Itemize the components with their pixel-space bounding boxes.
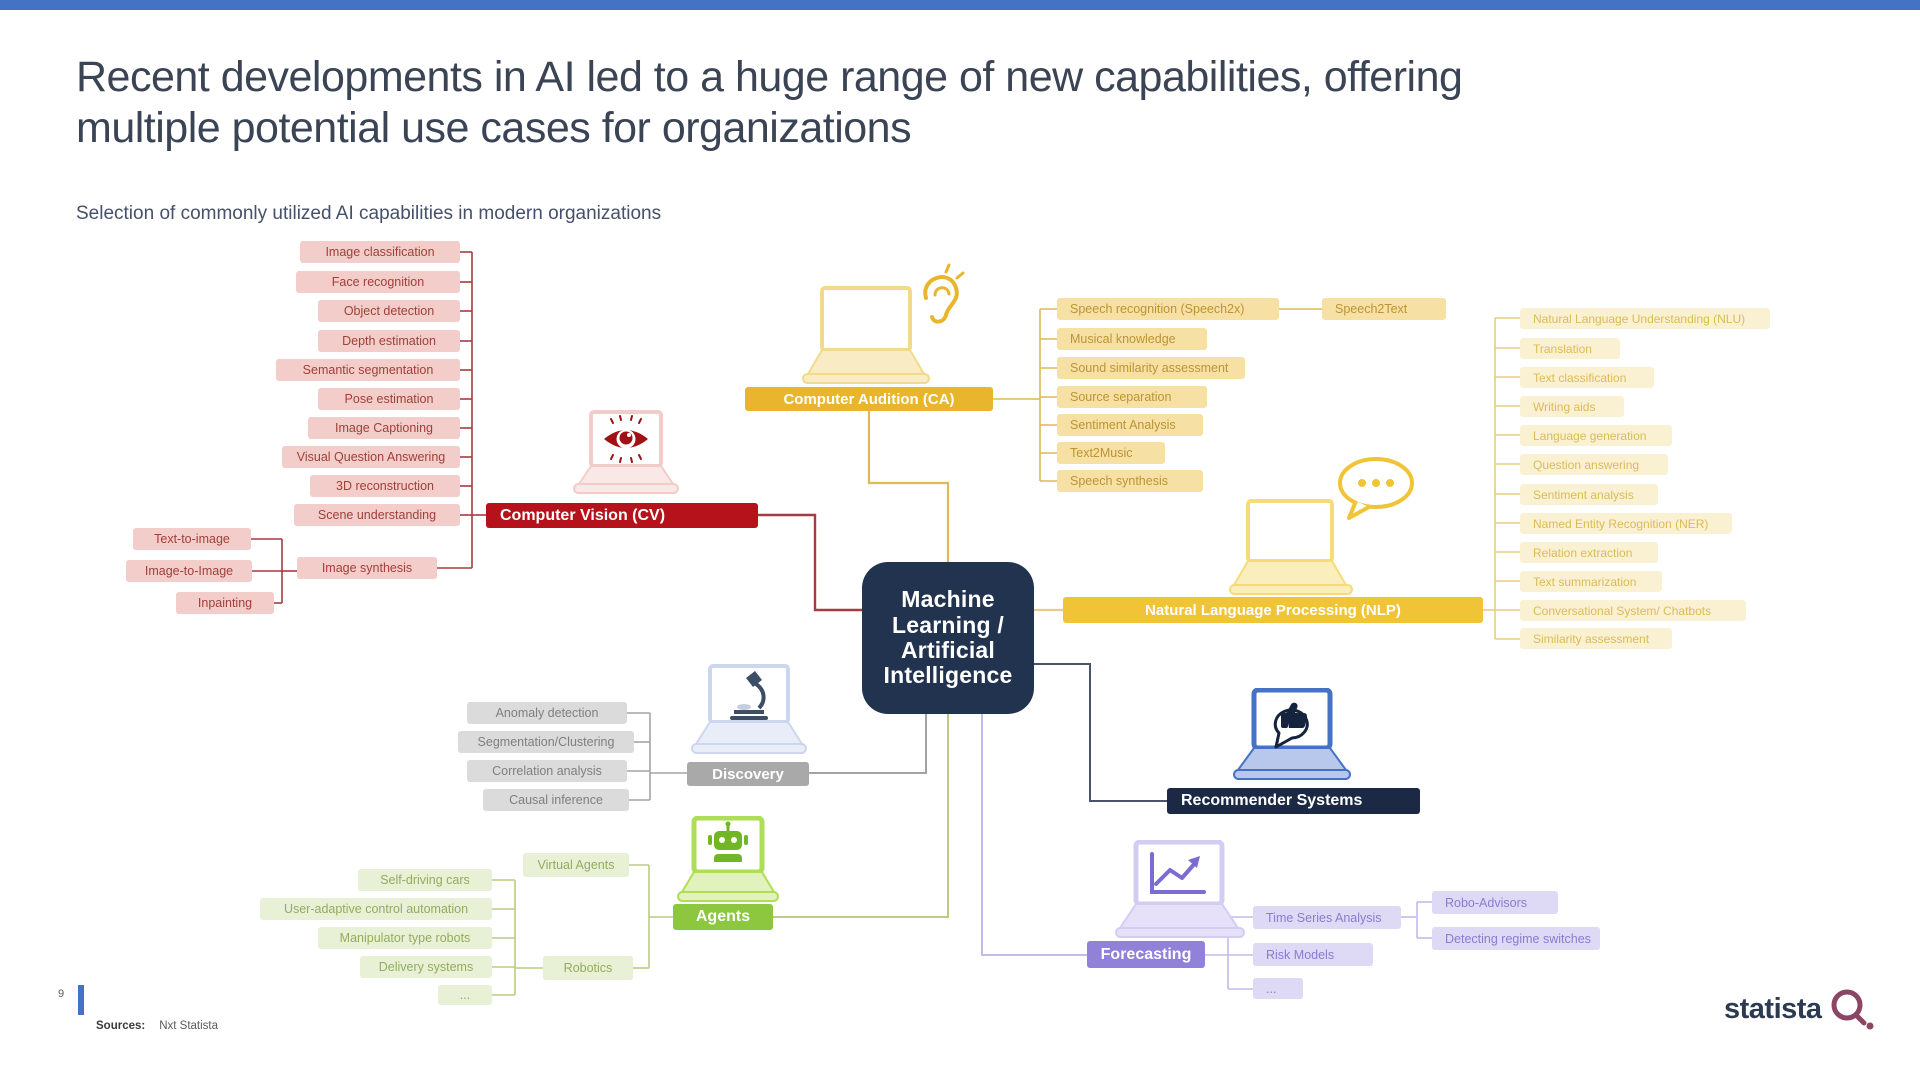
branch-node-discovery: Discovery (687, 762, 809, 786)
leaf-node-forecasting: ... (1253, 978, 1303, 999)
leaf-node-computer-vision: Semantic segmentation (276, 359, 460, 381)
laptop-robot-icon (676, 816, 780, 906)
sources-label: Sources: (96, 1020, 146, 1032)
laptop-ear-icon (798, 262, 968, 386)
leaf-node-natural-language-processing: Similarity assessment (1520, 628, 1672, 649)
branch-node-recommender-systems: Recommender Systems (1167, 788, 1420, 814)
leaf-node-agents: Manipulator type robots (318, 927, 492, 949)
page-number: 9 (58, 988, 65, 1000)
leaf-node-discovery: Anomaly detection (467, 702, 627, 724)
page-title: Recent developments in AI led to a huge … (76, 52, 1476, 154)
eye-icon (604, 415, 648, 463)
branch-node-computer-vision: Computer Vision (CV) (486, 503, 758, 528)
leaf-node-computer-audition: Text2Music (1057, 442, 1165, 464)
statista-logo: statista (1724, 988, 1874, 1030)
leaf-node-computer-vision: Inpainting (176, 592, 274, 614)
branch-node-forecasting: Forecasting (1087, 941, 1205, 968)
leaf-node-natural-language-processing: Question answering (1520, 454, 1668, 475)
leaf-node-agents: Robotics (543, 956, 633, 980)
leaf-node-natural-language-processing: Writing aids (1520, 396, 1624, 417)
leaf-node-discovery: Correlation analysis (467, 760, 627, 782)
connector-line (809, 714, 927, 774)
connector-line (773, 714, 949, 918)
leaf-node-forecasting: Detecting regime switches (1432, 927, 1600, 950)
leaf-node-discovery: Segmentation/Clustering (458, 731, 634, 753)
leaf-node-computer-vision: Object detection (318, 300, 460, 322)
laptop-eye-icon (558, 410, 692, 504)
leaf-node-natural-language-processing: Named Entity Recognition (NER) (1520, 513, 1732, 534)
leaf-node-agents: Delivery systems (360, 956, 492, 978)
trend-chart-icon (1150, 852, 1206, 894)
speech-bubble-icon (1338, 457, 1414, 520)
leaf-node-computer-vision: Image synthesis (297, 557, 437, 579)
page-title-line1: Recent developments in AI led to a huge … (76, 53, 1463, 101)
leaf-node-agents: User-adaptive control automation (260, 898, 492, 920)
laptop-chart-icon (1106, 840, 1254, 944)
leaf-node-computer-audition: Sentiment Analysis (1057, 414, 1203, 436)
leaf-node-computer-audition: Speech synthesis (1057, 470, 1203, 492)
statista-q-icon (1831, 989, 1874, 1030)
thumbs-up-icon (1273, 702, 1309, 749)
laptop-thumbs-up-icon (1226, 688, 1356, 788)
page-title-line2: multiple potential use cases for organiz… (76, 104, 912, 153)
leaf-node-computer-vision: Depth estimation (318, 330, 460, 352)
laptop-speech-bubble-icon (1228, 455, 1418, 605)
ear-icon (923, 263, 965, 324)
robot-icon (708, 821, 748, 862)
connector-line (758, 513, 862, 612)
leaf-node-natural-language-processing: Text classification (1520, 367, 1654, 388)
leaf-node-computer-audition: Musical knowledge (1057, 328, 1207, 350)
leaf-node-discovery: Causal inference (483, 789, 629, 811)
leaf-node-forecasting: Risk Models (1253, 943, 1373, 966)
page-subtitle: Selection of commonly utilized AI capabi… (76, 203, 662, 224)
leaf-node-computer-vision: Face recognition (296, 271, 460, 293)
leaf-node-computer-vision: Image Captioning (308, 417, 460, 439)
leaf-node-agents: Virtual Agents (523, 853, 629, 877)
leaf-node-computer-audition: Speech2Text (1322, 298, 1446, 320)
laptop-microscope-icon (688, 664, 810, 762)
leaf-node-forecasting: Robo-Advisors (1432, 891, 1558, 914)
leaf-node-computer-vision: Image classification (300, 241, 460, 263)
leaf-node-forecasting: Time Series Analysis (1253, 906, 1401, 929)
leaf-node-computer-vision: Image-to-Image (126, 560, 252, 582)
connector-line (867, 411, 950, 562)
leaf-node-computer-vision: Scene understanding (294, 504, 460, 526)
leaf-node-natural-language-processing: Sentiment analysis (1520, 484, 1658, 505)
leaf-node-computer-vision: 3D reconstruction (310, 475, 460, 497)
leaf-node-computer-vision: Visual Question Answering (282, 446, 460, 468)
leaf-node-natural-language-processing: Text summarization (1520, 571, 1662, 592)
leaf-node-natural-language-processing: Relation extraction (1520, 542, 1658, 563)
branch-node-agents: Agents (673, 904, 773, 930)
leaf-node-natural-language-processing: Translation (1520, 338, 1620, 359)
leaf-node-agents: ... (438, 985, 492, 1005)
connector-line (1034, 663, 1167, 802)
microscope-icon (730, 671, 768, 720)
connector-line (981, 714, 1087, 956)
leaf-node-agents: Self-driving cars (358, 869, 492, 891)
footer-accent-bar (78, 985, 84, 1015)
leaf-node-computer-audition: Speech recognition (Speech2x) (1057, 298, 1279, 320)
sources-value: Nxt Statista (159, 1020, 219, 1032)
leaf-node-computer-audition: Sound similarity assessment (1057, 357, 1245, 379)
branch-node-computer-audition: Computer Audition (CA) (745, 387, 993, 411)
top-accent-bar (0, 0, 1920, 10)
sources-line: Sources: Nxt Statista (96, 1020, 218, 1032)
leaf-node-natural-language-processing: Natural Language Understanding (NLU) (1520, 308, 1770, 329)
statista-logo-text: statista (1724, 992, 1822, 1025)
leaf-node-computer-audition: Source separation (1057, 386, 1207, 408)
leaf-node-computer-vision: Text-to-image (133, 528, 251, 550)
leaf-node-computer-vision: Pose estimation (318, 388, 460, 410)
leaf-node-natural-language-processing: Conversational System/ Chatbots (1520, 600, 1746, 621)
leaf-node-natural-language-processing: Language generation (1520, 425, 1672, 446)
branch-node-natural-language-processing: Natural Language Processing (NLP) (1063, 597, 1483, 623)
